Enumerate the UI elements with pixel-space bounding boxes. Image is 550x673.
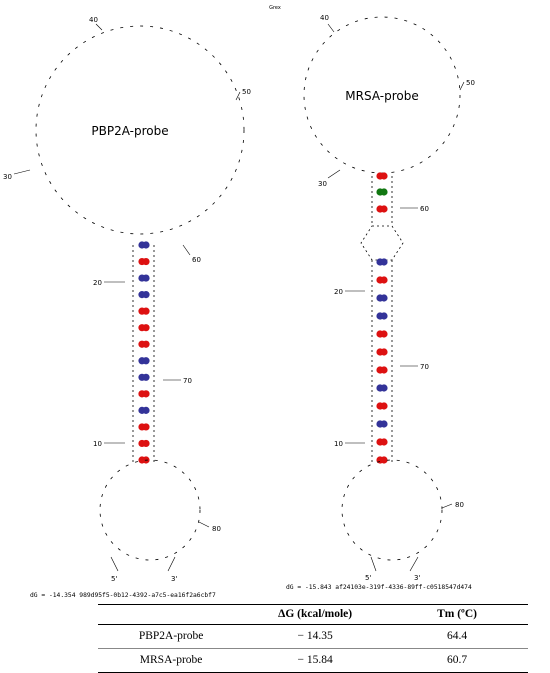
- right-pos-30: 30: [318, 180, 327, 188]
- left-pair-7-right: [142, 340, 150, 348]
- energy-table: ΔG (kcal/mole) Tm (ºC) PBP2A-probe − 14.…: [98, 604, 528, 673]
- right-pair-1-right: [380, 172, 388, 180]
- pbp2a-probe-structure: PBP2A-probe 40 50 30 60 20 70 10 80 5' 3…: [3, 16, 251, 583]
- right-pair-12-right: [380, 402, 388, 410]
- right-pair-3-right: [380, 205, 388, 213]
- left-pos-80: 80: [212, 525, 221, 533]
- left-loop-label: PBP2A-probe: [91, 124, 168, 138]
- left-pair-9-right: [142, 373, 150, 381]
- right-base-pairs: [376, 172, 388, 464]
- mrsa-probe-structure: MRSA-probe 40 50 30 60 20 70 10 80 5' 3': [303, 14, 475, 582]
- energy-table-container: ΔG (kcal/mole) Tm (ºC) PBP2A-probe − 14.…: [98, 604, 528, 673]
- right-pos-80: 80: [455, 501, 464, 509]
- left-pair-2-right: [142, 257, 150, 266]
- left-pos-70: 70: [183, 377, 192, 385]
- left-pos-10: 10: [93, 440, 102, 448]
- right-loop-label: MRSA-probe: [345, 89, 418, 103]
- left-pair-10-right: [142, 390, 150, 398]
- left-pair-13-right: [142, 439, 150, 448]
- table-cell-dg: − 15.84: [244, 648, 387, 673]
- table-cell-probe: PBP2A-probe: [98, 624, 245, 649]
- right-pair-13-right: [380, 420, 388, 428]
- left-pair-11-right: [142, 406, 150, 414]
- left-pos-40: 40: [89, 16, 98, 24]
- right-5prime: 5': [365, 574, 371, 582]
- left-pair-1-right: [142, 241, 150, 249]
- table-header-probe: [98, 604, 245, 625]
- right-small-loop: [341, 459, 443, 561]
- right-energy-line: dG = -15.843 af24103e-319f-4336-89ff-c05…: [286, 584, 472, 591]
- right-pos-20: 20: [334, 288, 343, 296]
- right-internal-loop: [360, 225, 404, 261]
- secondary-structure-diagram: Grex PBP2A-probe 40 50 30 60 20 70 10 80: [3, 5, 475, 599]
- left-pair-8-right: [142, 357, 150, 365]
- left-pair-12-right: [142, 423, 150, 431]
- left-small-loop: [99, 459, 201, 561]
- table-header-dg: ΔG (kcal/mole): [244, 604, 387, 625]
- table-row: PBP2A-probe − 14.35 64.4: [98, 624, 528, 649]
- right-pair-4-right: [380, 258, 388, 266]
- right-big-loop: [303, 16, 461, 174]
- left-3prime: 3': [171, 575, 177, 583]
- right-pair-14-right: [380, 438, 388, 446]
- left-base-pairs: [138, 241, 150, 464]
- table-header-tm: Tm (ºC): [386, 604, 528, 625]
- left-pair-6-right: [142, 324, 150, 332]
- right-pos-10: 10: [334, 440, 343, 448]
- top-label: Grex: [269, 5, 281, 11]
- left-pos-60: 60: [192, 256, 201, 264]
- right-pair-10-right: [380, 366, 388, 374]
- right-pos-60: 60: [420, 205, 429, 213]
- table-cell-probe: MRSA-probe: [98, 648, 245, 673]
- left-pos-50: 50: [242, 88, 251, 96]
- right-pair-5-right: [380, 276, 388, 284]
- right-pair-15-right: [380, 456, 388, 464]
- table-cell-tm: 60.7: [386, 648, 528, 673]
- right-pair-7-right: [380, 312, 388, 320]
- right-pos-70: 70: [420, 363, 429, 371]
- left-pair-3-right: [142, 274, 150, 282]
- table-cell-tm: 64.4: [386, 624, 528, 649]
- right-3prime: 3': [414, 574, 420, 582]
- table-cell-dg: − 14.35: [244, 624, 387, 649]
- table-row: MRSA-probe − 15.84 60.7: [98, 648, 528, 673]
- right-pair-11-right: [380, 384, 388, 392]
- right-pos-40: 40: [320, 14, 329, 22]
- left-pos-30: 30: [3, 173, 12, 181]
- right-pair-2-right: [380, 188, 388, 196]
- table-header-row: ΔG (kcal/mole) Tm (ºC): [98, 604, 528, 625]
- right-pair-9-right: [380, 348, 388, 356]
- left-pair-5-right: [142, 307, 150, 315]
- right-pair-8-right: [380, 330, 388, 338]
- left-big-loop: [35, 25, 245, 235]
- left-pos-20: 20: [93, 279, 102, 287]
- left-energy-line: dG = -14.354 989d95f5-0b12-4392-a7c5-ea1…: [30, 592, 216, 599]
- left-5prime: 5': [111, 575, 117, 583]
- left-pair-4-right: [142, 291, 150, 299]
- right-pair-6-right: [380, 294, 388, 302]
- right-pos-50: 50: [466, 79, 475, 87]
